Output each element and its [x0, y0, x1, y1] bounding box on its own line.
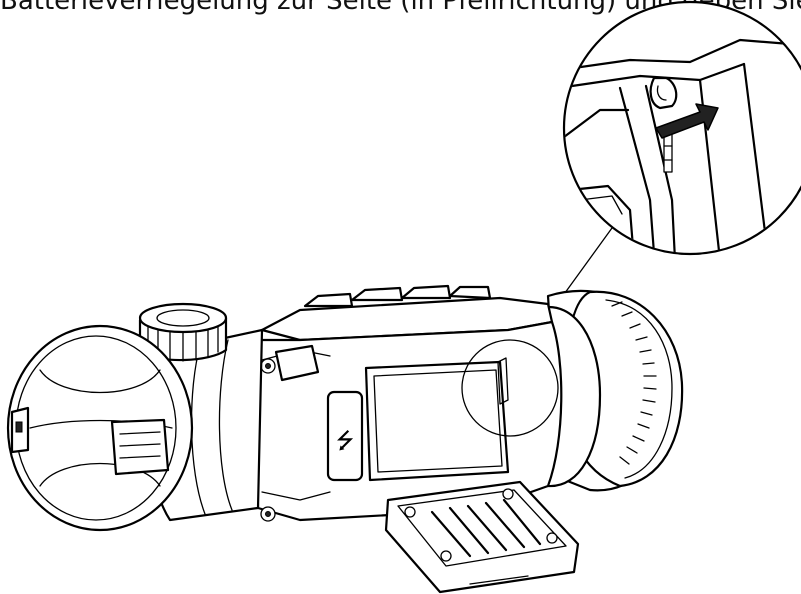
battery-lock — [497, 357, 509, 405]
usb-cover — [326, 390, 364, 482]
direction-arrow — [655, 103, 719, 139]
top-button-3 — [400, 284, 452, 300]
top-button-1 — [303, 292, 354, 308]
eyepiece-cap — [6, 324, 194, 532]
battery-compartment — [364, 360, 510, 482]
top-button-2 — [350, 286, 404, 302]
lock-highlight-circle — [461, 339, 559, 437]
top-button-4 — [448, 285, 492, 300]
main-body: ⭍ — [253, 284, 563, 522]
instruction-caption: Batterieverriegelung zur Seite (in Pfeil… — [0, 0, 801, 16]
battery-lid — [384, 480, 580, 594]
usb-icon: ⭍ — [336, 429, 354, 454]
detail-view — [562, 0, 801, 256]
detail-lock-latch — [649, 76, 678, 110]
